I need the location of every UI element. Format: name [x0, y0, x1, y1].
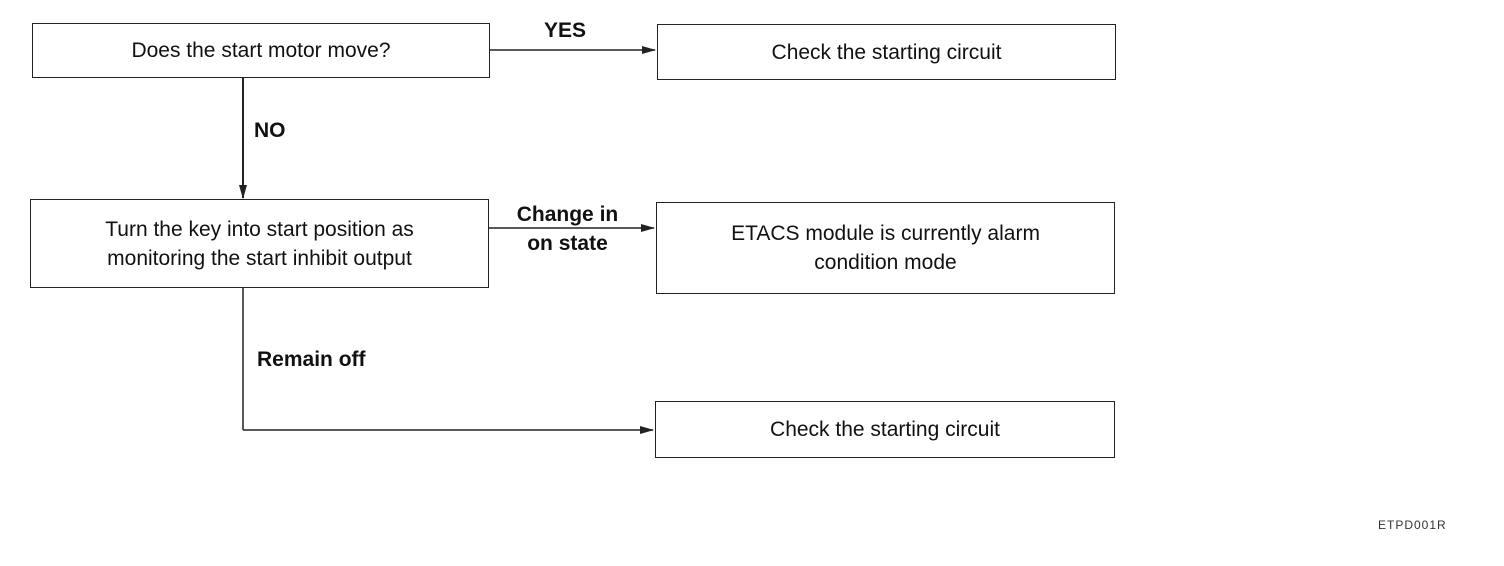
result-box-check-circuit-1: Check the starting circuit: [657, 24, 1116, 80]
edge-label-remain-off: Remain off: [257, 348, 366, 371]
edge-label-no: NO: [254, 119, 286, 142]
result-box-etacs-alarm: ETACS module is currently alarm conditio…: [656, 202, 1115, 294]
figure-code: ETPD001R: [1378, 518, 1447, 532]
result-box-check-circuit-2: Check the starting circuit: [655, 401, 1115, 458]
edge-label-yes: YES: [544, 19, 587, 42]
decision-text-start-motor: Does the start motor move?: [131, 39, 391, 62]
step-text-turn-key: Turn the key into start position as moni…: [105, 217, 414, 270]
edge-label-change-text: Change in on state: [516, 203, 619, 255]
result-text-check-circuit-1: Check the starting circuit: [771, 40, 1002, 64]
decision-box-start-motor: Does the start motor move?: [32, 23, 490, 78]
step-box-turn-key: Turn the key into start position as moni…: [30, 199, 489, 288]
result-text-check-circuit-2: Check the starting circuit: [770, 418, 1000, 441]
edge-label-change: Change in on state: [500, 171, 635, 258]
result-text-etacs-alarm: ETACS module is currently alarm conditio…: [731, 222, 1040, 274]
